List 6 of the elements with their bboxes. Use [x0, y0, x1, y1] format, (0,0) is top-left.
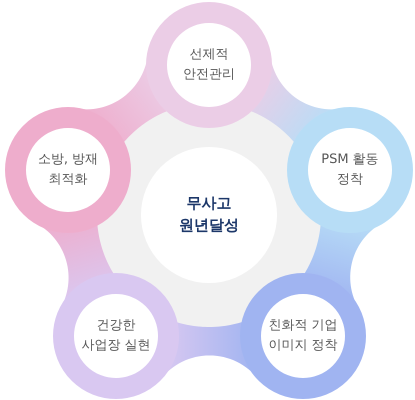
node-label: 친화적 기업 이미지 정착 — [267, 316, 339, 355]
node-label: PSM 활동 정착 — [320, 150, 380, 189]
center-label: 무사고 원년달성 — [178, 193, 240, 236]
node-label: 선제적 안전관리 — [182, 46, 236, 84]
node-label: 소방, 방재 최적화 — [36, 150, 100, 189]
node-label: 건강한 사업장 실현 — [80, 316, 152, 355]
